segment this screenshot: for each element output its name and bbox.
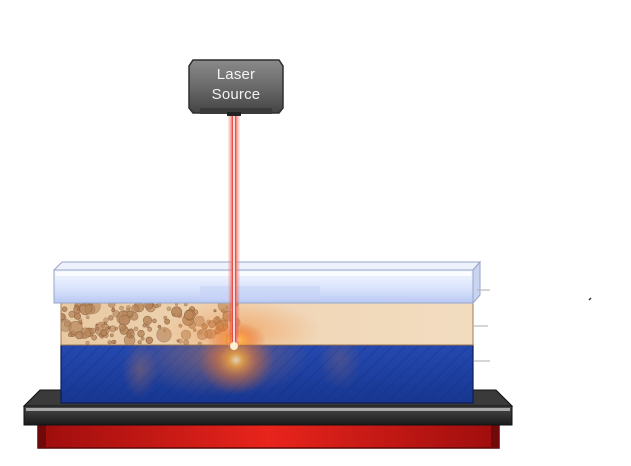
- laser-source-label-line2: Source: [211, 86, 261, 103]
- tissue-pore: [166, 306, 172, 312]
- tissue-pore: [142, 315, 153, 326]
- tissue-pore: [109, 325, 117, 333]
- tissue-pore: [61, 306, 68, 312]
- tissue-pore: [145, 336, 154, 344]
- tissue-pore: [118, 323, 126, 331]
- porous-tissue-layer: [60, 302, 474, 346]
- tissue-pore: [118, 314, 130, 326]
- tissue-pore: [75, 331, 84, 340]
- tissue-pore: [85, 315, 90, 320]
- tissue-pore: [105, 327, 109, 331]
- tissue-pore: [91, 334, 97, 341]
- tissue-pore: [137, 340, 142, 345]
- tissue-pore: [126, 333, 132, 338]
- tissue-pore: [184, 303, 188, 307]
- tissue-pore: [111, 308, 115, 313]
- tissue-pore: [131, 304, 140, 313]
- tissue-pore: [95, 326, 100, 331]
- laser-source-housing: [188, 59, 284, 116]
- laser-source-label-line1: Laser: [216, 66, 256, 83]
- tissue-pore: [108, 315, 114, 321]
- tissue-pore: [85, 340, 90, 345]
- tissue-pore: [119, 305, 124, 311]
- tissue-pore: [100, 329, 108, 337]
- tissue-pore: [154, 304, 159, 309]
- tissue-pore: [103, 321, 107, 325]
- tissue-pore: [109, 333, 114, 338]
- tissue-pore: [146, 324, 150, 329]
- tissue-pore: [140, 336, 145, 341]
- tissue-pore: [68, 310, 76, 318]
- tissue-pore: [61, 313, 66, 320]
- layer-leader-lines: [474, 289, 592, 362]
- transparent-cover-layer: [52, 260, 482, 305]
- tissue-pore: [103, 317, 109, 323]
- tissue-pore: [137, 329, 145, 338]
- tissue-pore: [67, 332, 73, 338]
- absorbing-substrate-layer: [60, 344, 474, 404]
- tissue-pore: [89, 327, 96, 335]
- heater-base: [37, 423, 500, 449]
- tissue-pore: [126, 307, 131, 313]
- tissue-pore: [133, 326, 139, 332]
- tissue-pore: [147, 326, 153, 332]
- tissue-pore: [144, 303, 153, 310]
- tissue-pore: [107, 340, 112, 345]
- tissue-pore: [111, 339, 116, 344]
- tissue-pore: [82, 303, 86, 307]
- tissue-pore: [84, 303, 96, 315]
- tissue-pore: [112, 310, 120, 318]
- laser-beam: [228, 112, 240, 350]
- tissue-pore: [152, 318, 157, 324]
- tissue-pore: [107, 303, 116, 308]
